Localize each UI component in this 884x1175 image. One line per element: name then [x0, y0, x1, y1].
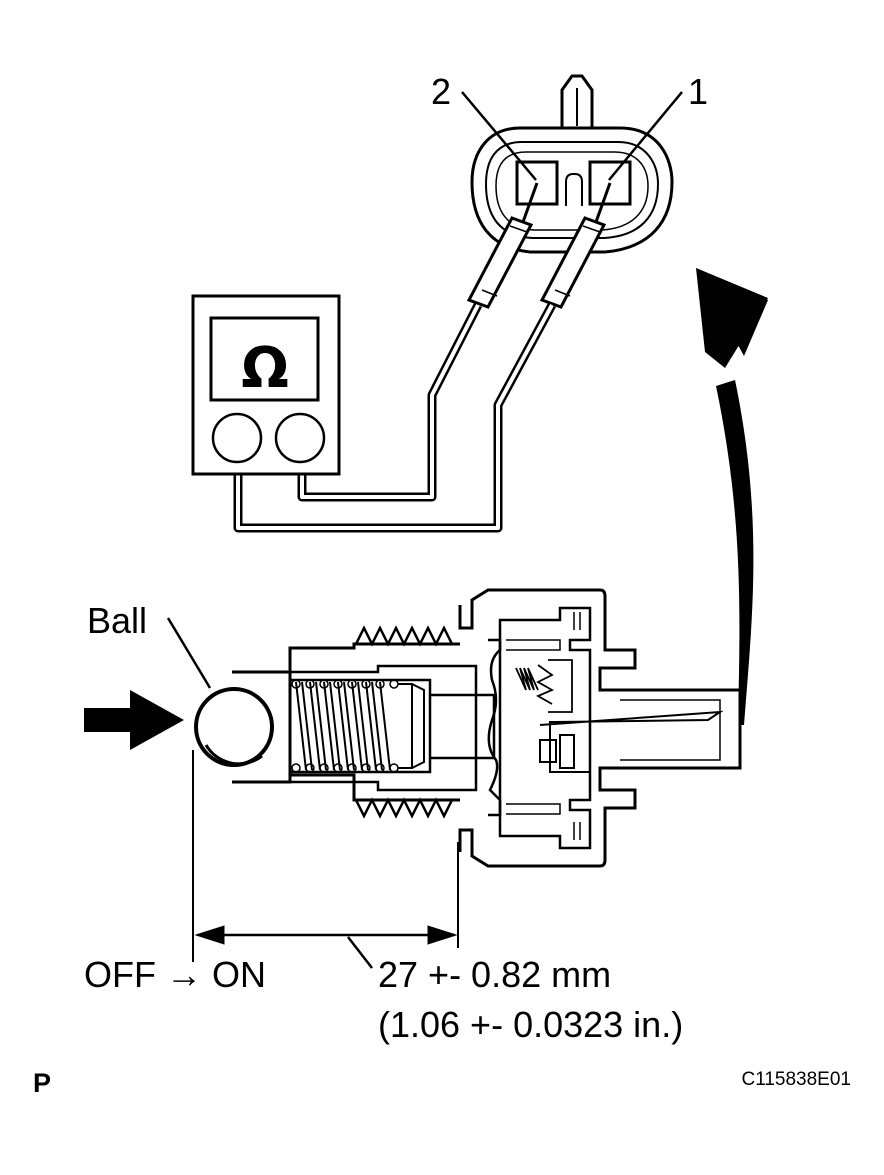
figure-code: C115838E01 [741, 1069, 851, 1090]
ohm-symbol: Ω [241, 336, 289, 401]
pin-2-label: 2 [431, 71, 451, 112]
ball-label: Ball [87, 600, 147, 641]
measurement-in-label: (1.06 +- 0.0323 in.) [378, 1004, 683, 1045]
ohmmeter-display [209, 316, 320, 402]
switch-state-label: OFF → ON [84, 954, 266, 995]
pin-2-leader [461, 91, 537, 181]
ohmmeter-jack-left [211, 412, 263, 464]
page-letter: P [33, 1068, 51, 1098]
probe-right [539, 182, 612, 309]
ball [194, 670, 292, 784]
probe-left [466, 182, 539, 309]
test-leads [233, 302, 556, 533]
pin-1-leader [608, 91, 683, 181]
ball-leader [166, 617, 212, 689]
pin-1-label: 1 [688, 71, 708, 112]
curved-arrow-icon [696, 268, 768, 725]
oil-pressure-switch [278, 588, 742, 868]
connector [470, 74, 674, 254]
push-arrow-icon [84, 690, 184, 750]
ohmmeter-jack-right [274, 412, 326, 464]
ohmmeter [191, 294, 341, 476]
dimension-line [192, 750, 459, 969]
measurement-mm-label: 27 +- 0.82 mm [378, 954, 611, 995]
